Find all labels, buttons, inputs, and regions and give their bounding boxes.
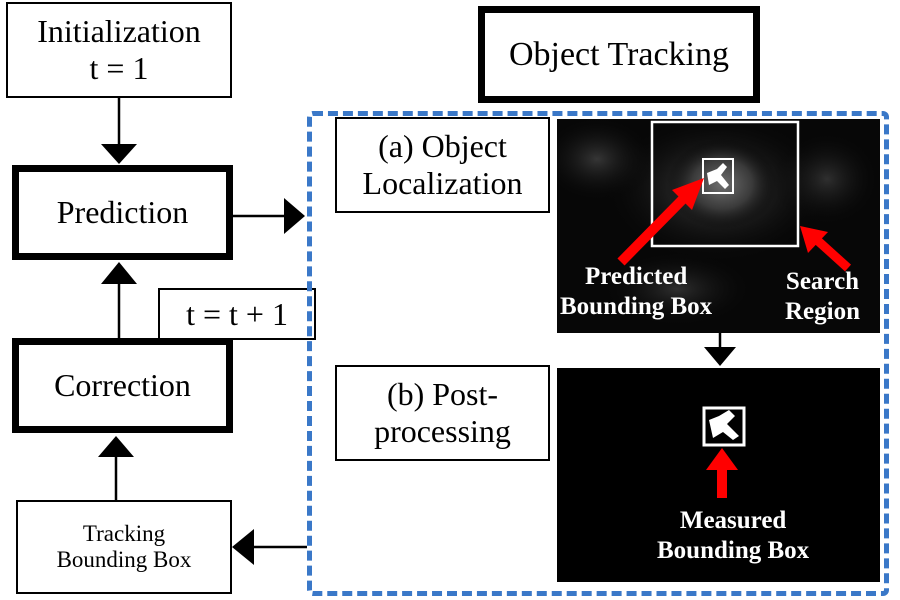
post-processing-label-1: (b) Post- xyxy=(386,376,499,413)
init-to-prediction-arrowhead xyxy=(101,144,137,164)
correction-label: Correction xyxy=(54,367,191,404)
prediction-box: Prediction xyxy=(12,165,233,260)
prediction-label: Prediction xyxy=(56,194,189,231)
object-localization-label-2: Localization xyxy=(362,165,523,201)
tracking-to-bounding-box-arrowhead xyxy=(232,529,254,565)
object-localization-label-1: (a) Object xyxy=(378,128,507,165)
tracking-bounding-box: Tracking Bounding Box xyxy=(16,500,232,594)
localization-image: Predicted Bounding Box Search Region xyxy=(557,119,880,333)
tracking-to-correction-arrowhead xyxy=(98,436,134,457)
post-processing-box: (b) Post- processing xyxy=(335,365,550,461)
measured-bounding-box-label: Measured Bounding Box xyxy=(657,506,809,566)
measured-label-line1: Measured xyxy=(679,507,787,534)
post-processing-image: Measured Bounding Box xyxy=(557,368,880,582)
post-processing-label-2: processing xyxy=(374,413,511,449)
prediction-to-tracking-arrowhead xyxy=(284,198,305,234)
correction-box: Correction xyxy=(12,338,233,433)
object-tracking-region xyxy=(307,111,889,596)
time-increment-label: t = t + 1 xyxy=(186,295,288,332)
tracking-label: Tracking xyxy=(82,520,166,546)
initialization-box: Initialization t = 1 xyxy=(6,2,232,98)
predicted-label-line1: Predicted xyxy=(584,263,688,290)
object-localization-box: (a) Object Localization xyxy=(335,117,550,213)
predicted-bounding-box-label: Predicted Bounding Box xyxy=(560,262,712,322)
measured-label-line2: Bounding Box xyxy=(657,537,810,564)
predicted-label-line2: Bounding Box xyxy=(560,293,713,320)
time-increment-box: t = t + 1 xyxy=(158,288,316,340)
object-tracking-title-box: Object Tracking xyxy=(478,6,760,103)
object-tracking-title: Object Tracking xyxy=(508,35,730,73)
initialization-label: Initialization xyxy=(37,13,201,50)
search-label-line2: Region xyxy=(785,298,860,325)
search-region-label: Search Region xyxy=(785,267,860,327)
time-init-label: t = 1 xyxy=(89,50,149,86)
search-label-line1: Search xyxy=(785,268,860,295)
correction-to-prediction-arrowhead xyxy=(101,262,137,284)
bounding-box-label: Bounding Box xyxy=(56,547,192,572)
